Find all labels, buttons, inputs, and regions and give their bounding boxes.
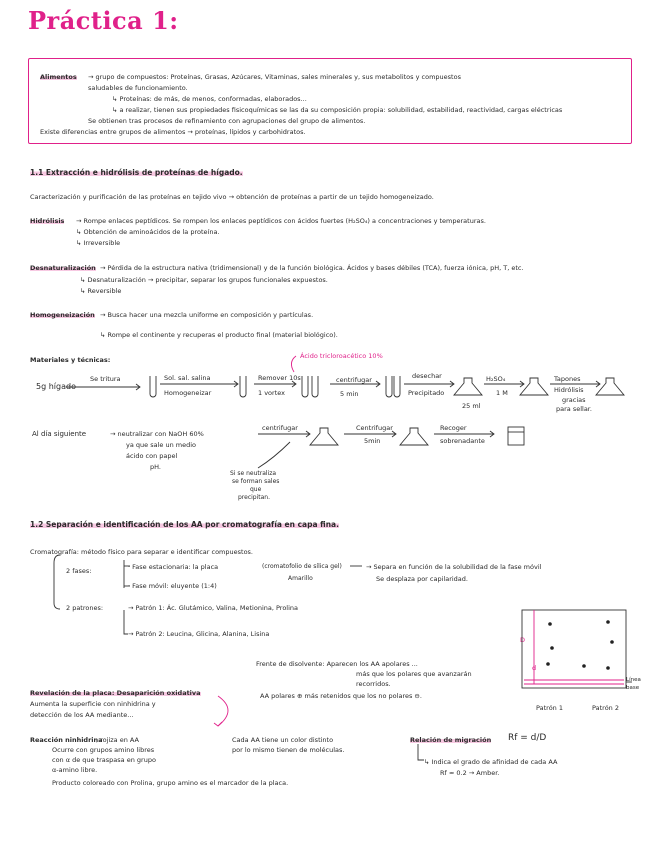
cromato-def: Cromatografía: método físico para separa… [30,548,253,556]
polares-text: AA polares ⊕ más retenidos que los no po… [260,692,422,700]
desnat-text: → Pérdida de la estructura nativa (tridi… [100,264,524,272]
homog-term: Homogeneización [30,311,95,319]
materials-label: Materiales y técnicas: [30,356,111,364]
desnat-term: Desnaturalización [30,264,96,272]
next-note4: precipitan. [238,494,271,501]
separa-2: Se desplaza por capilaridad. [376,575,468,583]
flask-2 [519,377,549,396]
next-a4: pH. [150,463,161,471]
intro-box [28,58,632,144]
revelado-term: Revelación de la placa: Desaparición oxi… [30,689,201,697]
frente-text-3: recorridos. [356,680,391,688]
fase-estacionaria-2: (cromatofolio de sílica gel) [262,563,342,570]
flow-h3: gracias [562,396,586,404]
box-line5: Se obtienen tras procesos de refinamient… [88,117,366,125]
revelado-text-2: detección de los AA mediante... [30,711,134,719]
homog-text: → Busca hacer una mezcla uniforme en com… [100,311,314,319]
next-b: centrifugar [262,424,298,432]
beaker [507,426,525,446]
rf-note-1: ↳ Indica el grado de afinidad de cada AA [424,758,558,766]
next-a2: ya que sale un medio [126,441,196,449]
patron-1: → Patrón 1: Ác. Glutámico, Valina, Metio… [128,604,299,612]
next-note2: se forman sales [232,478,280,485]
box-term: Alimentos [40,73,77,81]
tlc-d-label: d [532,664,537,672]
next-c1: Centrifugar [356,424,393,432]
tlc-baseline-label: Línea base [626,677,641,691]
flow-h2: Hidrólisis [554,386,584,394]
flow-b2: Homogeneizar [164,389,212,397]
homog-sub: ↳ Rompe el continente y recuperas el pro… [100,331,338,339]
tlc-D-label: D [520,636,526,644]
next-c2: 5min [364,437,381,445]
cada-aa-2: por lo mismo tienen de moléculas. [232,746,345,754]
rf-term: Relación de migración [410,736,492,744]
next-note3: que [250,486,262,493]
section-1-1-heading: 1.1 Extracción e hidrólisis de proteínas… [30,168,243,177]
revelado-text: Aumenta la superficie con ninhidrina y [30,700,156,708]
patron-2: → Patrón 2: Leucina, Glicina, Alanina, L… [128,630,270,638]
cada-aa: Cada AA tiene un color distinto [232,736,334,744]
flow-g2: 1 M [496,389,508,397]
fase-movil: · Fase móvil: eluyente (1:4) [128,582,217,590]
box-line2: saludables de funcionamiento. [88,84,188,92]
flow-g1: H₂SO₄ [486,375,506,383]
flow-d1: centrifugar [336,376,372,384]
flow-start: 5g hígado [36,382,76,391]
box-line3: ↳ Proteínas: de más, de menos, conformad… [112,95,307,103]
ninhidrina-3: con α de que traspasa en grupo [52,756,156,764]
tlc-patron-1: Patrón 1 [536,704,563,712]
flask-3 [595,377,625,396]
frente-text-2: más que los polares que avanzarán [356,670,472,678]
flow-f: 25 ml [462,402,481,410]
page-title: Práctica 1: [28,6,179,35]
desnat-sub1: ↳ Desnaturalización → precipitar, separa… [80,276,328,284]
test-tube-1 [149,376,157,398]
rf-formula: Rf = d/D [508,733,547,743]
hidrolisis-term: Hidrólisis [30,217,65,225]
patrones-label: 2 patrones: [66,604,104,612]
next-note1: Si se neutraliza [230,470,277,477]
fases-label: 2 fases: [66,567,92,575]
s11-intro: Caracterización y purificación de las pr… [30,193,434,201]
flow-pink-label: Ácido tricloroacético 10% [300,352,383,360]
next-a3: ácido con papel [126,452,178,460]
ninhidrina-term: Reacción ninhidrina [30,736,103,744]
frente-text: Frente de disolvente: Aparecen los AA ap… [256,660,418,668]
flow-e2: Precipitado [408,389,445,397]
flow-c1: Remover 10s [258,374,301,382]
flow-b1: Sol. sal. salina [164,374,211,382]
flow-c2: 1 vortex [258,389,285,397]
flow-d2: 5 min [340,390,359,398]
fase-estacionaria: · Fase estacionaria: la placa [128,563,219,571]
next-d2: sobrenadante [440,437,485,445]
section-1-2-heading: 1.2 Separación e identificación de los A… [30,520,339,529]
hidrolisis-sub1: ↳ Obtención de aminoácidos de la proteín… [76,228,220,236]
box-line1: → grupo de compuestos: Proteínas, Grasas… [88,73,461,81]
separa-1: → Separa en función de la solubilidad de… [366,563,542,571]
box-line4: ↳ a realizar, tienen sus propiedades fis… [112,106,563,114]
box-line6: Existe diferencias entre grupos de alime… [40,128,306,136]
next-day-label: Al día siguiente [32,430,87,438]
desnat-sub2: ↳ Reversible [80,287,122,295]
hidrolisis-text: → Rompe enlaces peptídicos. Se rompen lo… [76,217,486,225]
ninhidrina-text: , rojiza en AA [96,736,139,744]
amarillo-label: Amarillo [288,575,313,582]
ninhidrina-2: Ocurre con grupos amino libres [52,746,155,754]
ninhidrina-5: Producto coloreado con Prolina, grupo am… [52,779,289,787]
tlc-patron-2: Patrón 2 [592,704,619,712]
ninhidrina-4: α-amino libre. [52,766,98,774]
tlc-plate [521,609,627,689]
flask-1 [453,377,483,396]
flow-h1: Tapones [554,375,581,383]
next-a1: → neutralizar con NaOH 60% [110,430,204,438]
flow-a: Se tritura [90,375,121,383]
flow-e1: desechar [412,372,442,380]
hidrolisis-sub2: ↳ Irreversible [76,239,121,247]
rf-note-2: Rf ≈ 0.2 → Amber. [440,769,500,777]
flow-h4: para sellar. [556,405,592,413]
next-d1: Recoger [440,424,467,432]
